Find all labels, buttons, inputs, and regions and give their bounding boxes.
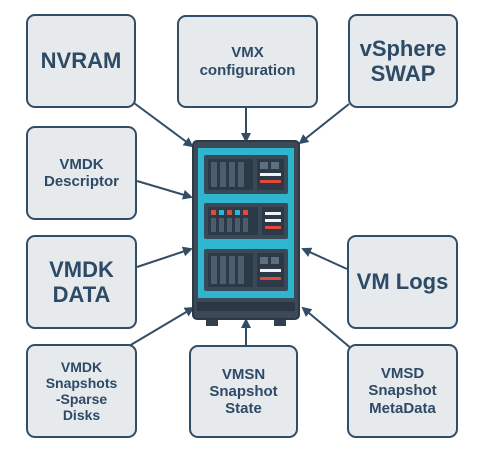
arrow-nvram (133, 102, 194, 148)
vmsd-snapshot-metadata-box: VMSD Snapshot MetaData (347, 344, 458, 438)
vmdk-snapshots-box: VMDK Snapshots -Sparse Disks (26, 344, 137, 438)
arrow-vsphere-swap (298, 103, 350, 145)
server-unit-1 (204, 155, 288, 194)
arrow-vmdk-snapshots (128, 306, 195, 347)
vsphere-swap-box: vSphere SWAP (348, 14, 458, 108)
vmsn-snapshot-state-box: VMSN Snapshot State (189, 345, 298, 438)
arrow-vmsd (301, 306, 353, 350)
vm-logs-box: VM Logs (347, 235, 458, 329)
nvram-box: NVRAM (26, 14, 136, 108)
arrow-vmdk-data (136, 246, 193, 268)
vmx-configuration-box: VMX configuration (177, 15, 318, 108)
vmdk-descriptor-box: VMDK Descriptor (26, 126, 137, 220)
arrow-vmdk-descriptor (136, 180, 193, 200)
server-unit-2 (204, 203, 288, 239)
server-unit-3 (204, 249, 288, 291)
vmdk-data-box: VMDK DATA (26, 235, 137, 329)
arrow-vm-logs (301, 247, 348, 270)
